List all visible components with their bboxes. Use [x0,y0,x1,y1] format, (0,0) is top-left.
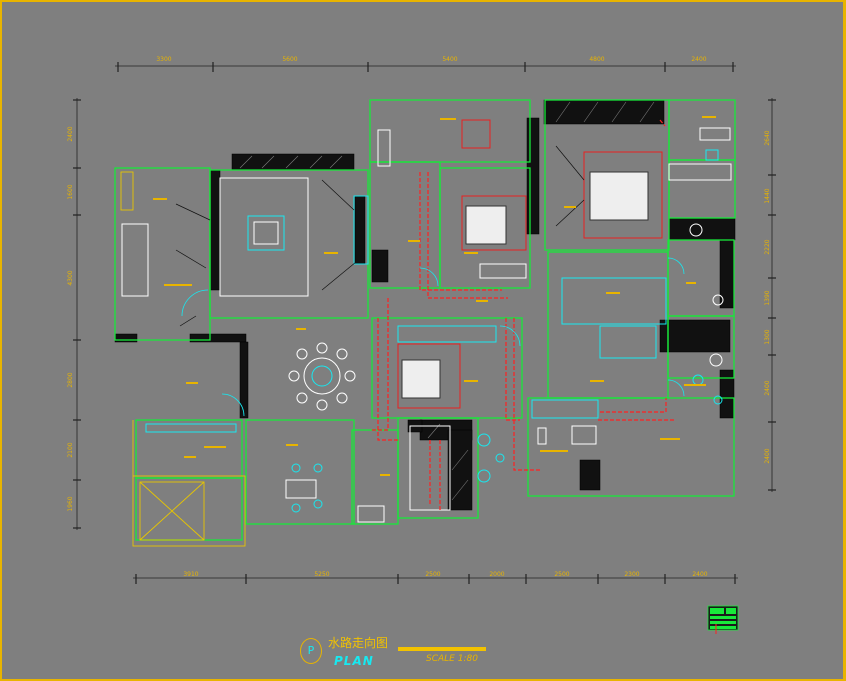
kitchen-counter [409,425,451,511]
tv-cabinet [353,195,369,265]
bed-master [583,151,663,239]
dim-left-5: 2100 [67,442,74,457]
dim-top-3: 5400 [442,56,457,63]
drawing-title: 水路走向图 [328,636,389,650]
dim-top-2: 5600 [282,56,297,63]
dimension-ticks [73,62,776,584]
axis-lines [175,145,585,327]
water-pipes [372,119,676,512]
dim-left-4: 2800 [67,372,74,387]
room-tag-marks [153,116,716,476]
dim-left-6: 1960 [67,496,74,511]
dim-top-4: 4800 [589,56,604,63]
dim-right-5: 1300 [764,329,771,344]
drawing-symbol: P [300,638,322,664]
dim-left-2: 1600 [67,184,74,199]
dimension-labels-right: 2640 1440 2220 1390 1300 2400 2400 [764,130,771,463]
dim-bottom-4: 2000 [489,571,504,578]
legend-block [707,605,739,634]
bed-third [397,343,461,409]
dimension-labels-top: 3300 5600 5400 4800 2400 [156,56,706,63]
wardrobe-study [531,399,599,419]
sofa [219,177,309,297]
bed-second [461,195,527,251]
furniture [121,119,732,523]
dimension-labels-bottom: 3910 5250 2500 2000 2500 2300 2400 [183,571,707,578]
fridge [357,505,385,523]
washbasin [712,294,724,306]
coffee-table [247,215,285,251]
dim-right-7: 2400 [764,448,771,463]
dim-bottom-2: 5250 [314,571,329,578]
armchair-left [121,223,149,297]
dim-left-1: 2400 [67,126,74,141]
walls [114,99,736,541]
dim-right-6: 2400 [764,380,771,395]
dim-bottom-1: 3910 [183,571,198,578]
drawing-scale: SCALE 1:80 [426,654,478,664]
dimension-lines [76,65,773,579]
dim-right-3: 2220 [764,239,771,254]
dim-left-3: 4300 [67,270,74,285]
dim-bottom-5: 2500 [554,571,569,578]
bathtub [668,163,732,181]
toilet-master [689,223,703,237]
dim-top-1: 3300 [156,56,171,63]
wardrobe-third [397,325,497,343]
dim-top-5: 2400 [691,56,706,63]
dining-table [303,357,341,395]
door-swings [181,257,685,417]
title-underline [398,647,486,651]
study-seating [599,325,657,359]
study-desk [561,277,667,325]
entry-cabinet [145,423,237,433]
dim-bottom-3: 2500 [425,571,440,578]
dim-right-1: 2640 [764,130,771,145]
balcony-lines [120,171,246,547]
hatch-marks [239,101,655,501]
dim-bottom-7: 2400 [692,571,707,578]
toilet-guest [709,353,723,367]
bathroom-vanity [699,127,731,141]
dim-right-4: 1390 [764,290,771,305]
dim-bottom-6: 2300 [624,571,639,578]
dim-right-2: 1440 [764,188,771,203]
drawing-subtitle: PLAN [334,654,374,668]
dimension-labels-left: 2400 1600 4300 2800 2100 1960 [67,126,74,511]
